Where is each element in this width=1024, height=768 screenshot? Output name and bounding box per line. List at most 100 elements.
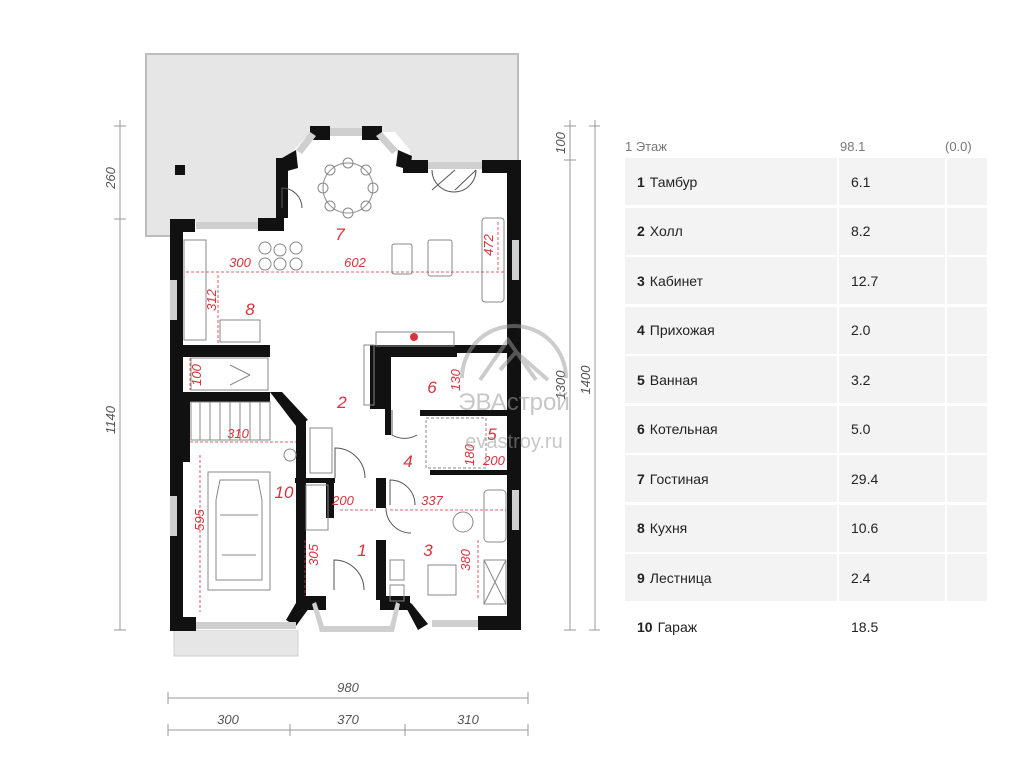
floor-plan: 260 1140 100 1300 1400 980 300 370 310 3… (103, 53, 600, 736)
room-name: Лестница (649, 569, 712, 586)
room-name: Холл (649, 223, 683, 239)
dim-inner: 312 (204, 288, 219, 310)
dim-inner: 602 (344, 255, 366, 270)
dim-inner: 472 (481, 233, 496, 255)
dim-inner: 200 (331, 493, 354, 508)
watermark: ЭВАстрой evastroy.ru (458, 324, 570, 453)
room-number: 5 (637, 371, 645, 388)
room-area: 12.7 (839, 257, 945, 304)
room-extra-cell (947, 356, 987, 403)
dim-inner: 310 (227, 426, 249, 441)
room-number: 10 (637, 619, 653, 635)
dim-right-full: 1400 (578, 365, 593, 395)
room-name: Гараж (657, 619, 698, 635)
room-area: 6.1 (839, 158, 945, 205)
interior-walls (180, 345, 510, 600)
room-area: 5.0 (839, 405, 945, 453)
dim-inner: 595 (192, 508, 207, 530)
dim-inner: 380 (458, 548, 473, 570)
room-number: 1 (637, 173, 645, 190)
dimension-lines (114, 120, 600, 736)
room-label: 1 (357, 541, 366, 560)
porch (173, 629, 299, 657)
room-label: 10 (275, 483, 294, 502)
table-header: 1 Этаж 98.1 (0.0) (625, 134, 987, 158)
dim-inner: 100 (189, 363, 204, 385)
floor-area: 98.1 (840, 138, 866, 154)
furniture (183, 157, 507, 605)
room-area: 8.2 (839, 207, 945, 255)
room-extra-cell (947, 257, 987, 304)
room-number: 4 (637, 322, 645, 338)
room-area: 2.0 (839, 306, 945, 354)
room-extra-cell (947, 604, 987, 651)
room-number: 7 (637, 470, 645, 487)
dim-left-main: 1140 (103, 405, 118, 434)
room-name: Кабинет (649, 272, 704, 289)
room-name: Тамбур (649, 173, 698, 190)
room-name: Кухня (649, 520, 688, 536)
room-area: 3.2 (839, 356, 945, 403)
room-label: 4 (403, 452, 412, 471)
dim-inner: 337 (421, 493, 443, 508)
room-extra-cell (947, 207, 987, 255)
room-extra-cell (947, 455, 987, 502)
room-number: 8 (637, 520, 645, 536)
dim-inner: 130 (448, 368, 463, 390)
room-name: Котельная (649, 421, 718, 437)
watermark-logo (460, 324, 568, 382)
watermark-url: evastroy.ru (465, 431, 562, 453)
room-label: 7 (335, 225, 345, 244)
outer-walls (170, 126, 521, 631)
window-glazing (170, 128, 519, 632)
dim-bottom-total: 980 (337, 680, 359, 695)
terrace-post (175, 165, 185, 175)
dim-inner: 300 (229, 255, 251, 270)
room-name: Гостиная (649, 470, 709, 487)
dim-inner: 200 (482, 453, 505, 468)
room-extra-cell (947, 504, 987, 552)
room-label: 3 (423, 541, 433, 560)
inner-dimension-lines (186, 222, 506, 612)
room-number: 2 (637, 223, 645, 239)
room-area: 10.6 (839, 504, 945, 552)
room-extra-cell (947, 554, 987, 601)
room-extra-cell (947, 306, 987, 354)
room-number: 9 (637, 569, 645, 586)
dim-bottom-c: 310 (457, 712, 479, 727)
room-number: 6 (637, 421, 645, 437)
room-label: 6 (427, 378, 437, 397)
dim-left-top: 260 (103, 166, 118, 189)
dim-bottom-a: 300 (217, 712, 239, 727)
dim-bottom-b: 370 (337, 712, 359, 727)
room-name: Ванная (649, 371, 698, 388)
room-area: 18.5 (851, 619, 879, 635)
room-extra-cell (947, 158, 987, 205)
dim-inner: 305 (306, 543, 321, 565)
room-number: 3 (637, 272, 645, 289)
room-label: 5 (487, 425, 497, 444)
room-area: 2.4 (839, 554, 945, 601)
watermark-brand: ЭВАстрой (458, 389, 570, 416)
dim-right-top: 100 (553, 131, 568, 153)
floor-label: 1 Этаж (625, 138, 667, 154)
